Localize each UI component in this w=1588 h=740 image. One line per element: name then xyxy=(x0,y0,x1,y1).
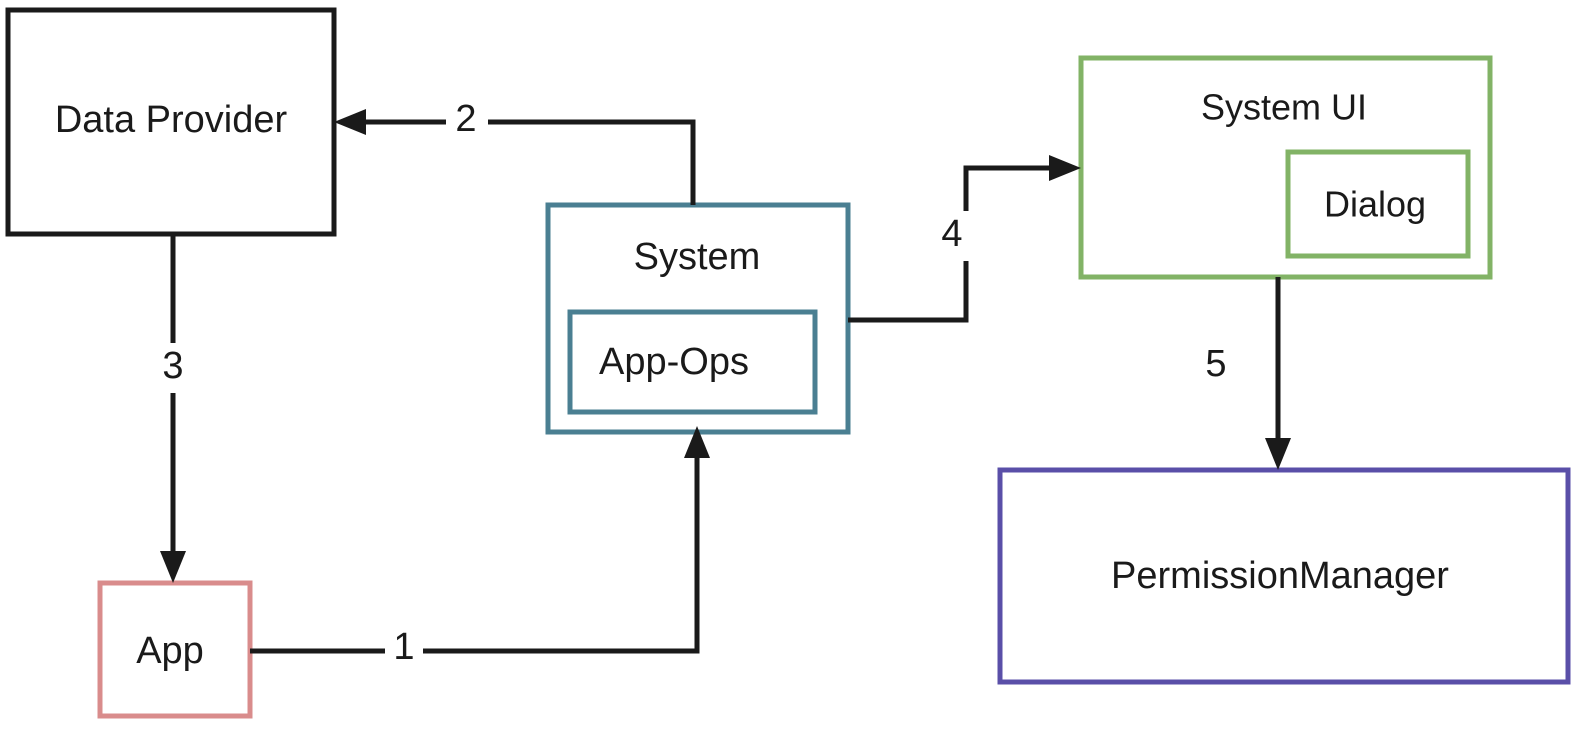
edge-2-label: 2 xyxy=(455,98,476,140)
edge-3-arrowhead-down xyxy=(160,551,186,583)
nodes-layer: Data Provider System App-Ops System UI D… xyxy=(5,7,1571,719)
data-provider-label: Data Provider xyxy=(55,99,288,141)
permission-manager-label: PermissionManager xyxy=(1111,555,1449,597)
edge-3-data-provider-to-app[interactable]: 3 xyxy=(153,234,195,583)
edge-2-label-bg xyxy=(446,97,488,145)
app-label: App xyxy=(136,630,204,672)
system-ui-label: System UI xyxy=(1201,87,1367,128)
data-provider-box[interactable] xyxy=(5,7,337,237)
edges-layer: 1 2 3 4 xyxy=(153,97,1291,673)
edge-1-label-bg xyxy=(385,625,423,673)
app-box[interactable] xyxy=(97,580,253,719)
edge-5-label: 5 xyxy=(1205,343,1226,385)
edge-5-system-ui-to-permission-manager[interactable]: 5 xyxy=(1205,277,1291,470)
node-data-provider[interactable]: Data Provider xyxy=(5,7,337,237)
app-ops-box[interactable] xyxy=(567,309,818,415)
permission-manager-box[interactable] xyxy=(997,467,1571,685)
edge-1-label: 1 xyxy=(393,626,414,668)
node-permission-manager[interactable]: PermissionManager xyxy=(997,467,1571,685)
edge-1-app-to-system[interactable]: 1 xyxy=(250,426,710,673)
node-app-ops[interactable]: App-Ops xyxy=(567,309,818,415)
edge-4-label: 4 xyxy=(941,213,962,255)
system-label: System xyxy=(634,236,761,278)
node-app[interactable]: App xyxy=(97,580,253,719)
edge-2-arrowhead-left xyxy=(334,109,366,135)
edge-4-arrowhead-right xyxy=(1049,155,1081,181)
edge-1-arrowhead-up xyxy=(684,426,710,458)
edge-3-label: 3 xyxy=(162,345,183,387)
dialog-label: Dialog xyxy=(1324,184,1426,225)
edge-5-arrowhead-down xyxy=(1265,438,1291,470)
edge-4-label-bg xyxy=(932,211,974,261)
edge-2-line[interactable] xyxy=(350,119,696,205)
edge-1-line[interactable] xyxy=(250,442,700,654)
dialog-box[interactable] xyxy=(1285,149,1471,259)
edge-2-system-to-data-provider[interactable]: 2 xyxy=(334,97,696,205)
app-ops-label: App-Ops xyxy=(599,341,749,383)
edge-3-label-bg xyxy=(153,343,195,393)
node-dialog[interactable]: Dialog xyxy=(1285,149,1471,259)
edge-4-system-to-system-ui[interactable]: 4 xyxy=(848,155,1081,323)
